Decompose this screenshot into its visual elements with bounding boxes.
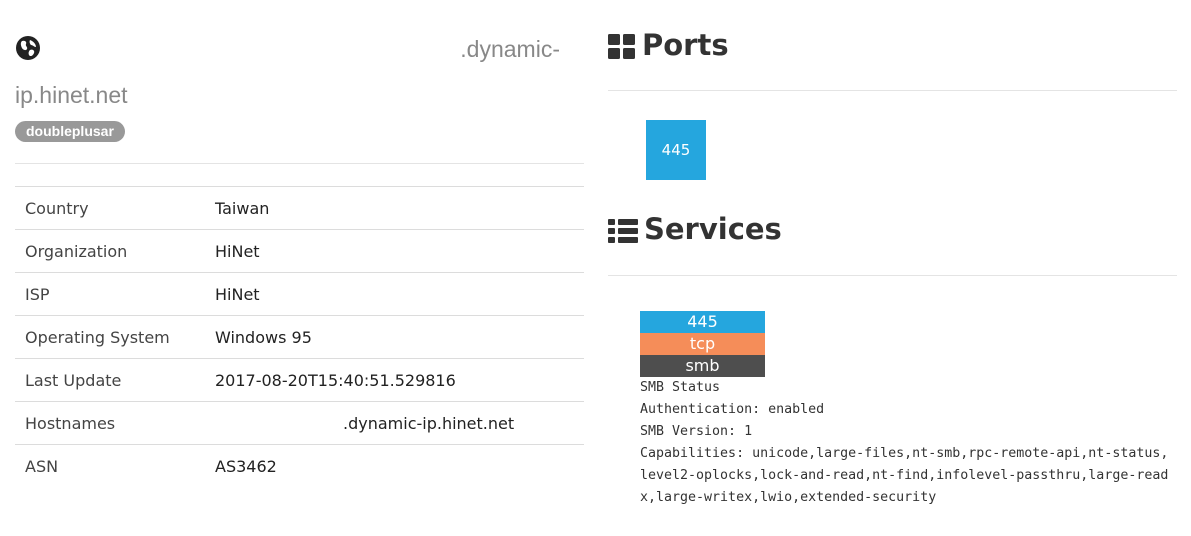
service-port: 445: [640, 311, 765, 333]
service-name: smb: [640, 355, 765, 377]
row-label: ASN: [15, 444, 215, 487]
row-label: ISP: [15, 272, 215, 316]
service-label: 445 tcp smb: [640, 311, 765, 377]
table-row: ISP HiNet: [15, 272, 584, 316]
table-row: ASN AS3462: [15, 444, 584, 487]
row-value: 2017-08-20T15:40:51.529816: [215, 358, 584, 402]
host-info-table: Country Taiwan Organization HiNet ISP Hi…: [15, 186, 584, 487]
row-value: .dynamic-ip.hinet.net: [215, 401, 584, 445]
port-445-button[interactable]: 445: [646, 120, 706, 180]
service-banner: SMB Status Authentication: enabled SMB V…: [640, 380, 1169, 505]
row-value: HiNet: [215, 272, 584, 316]
ports-title: Ports: [642, 28, 729, 62]
table-row: Operating System Windows 95: [15, 315, 584, 359]
divider: [608, 90, 1177, 91]
services-heading: Services: [608, 212, 782, 246]
row-value[interactable]: HiNet: [215, 229, 584, 273]
row-value[interactable]: AS3462: [215, 444, 584, 487]
hostname-title: .dynamic-: [15, 34, 560, 64]
hostname-suffix: .dynamic-: [460, 36, 560, 62]
ports-heading: Ports: [608, 28, 729, 62]
list-icon: [608, 219, 638, 243]
service-transport: tcp: [640, 333, 765, 355]
globe-icon: [16, 36, 40, 60]
row-label: Operating System: [15, 315, 215, 359]
row-label: Last Update: [15, 358, 215, 402]
table-row: Last Update 2017-08-20T15:40:51.529816: [15, 358, 584, 402]
table-row: Country Taiwan: [15, 186, 584, 230]
divider: [15, 163, 584, 164]
th-large-icon: [608, 34, 635, 59]
row-label: Country: [15, 186, 215, 230]
vuln-tag[interactable]: doubleplusar: [15, 121, 125, 142]
table-row: Organization HiNet: [15, 229, 584, 273]
hostname-line2: ip.hinet.net: [15, 82, 128, 108]
services-title: Services: [644, 212, 782, 246]
row-label: Organization: [15, 229, 215, 273]
row-value: Windows 95: [215, 315, 584, 359]
row-label: Hostnames: [15, 401, 215, 445]
row-value: Taiwan: [215, 186, 584, 230]
divider: [608, 275, 1177, 276]
table-row: Hostnames .dynamic-ip.hinet.net: [15, 401, 584, 445]
